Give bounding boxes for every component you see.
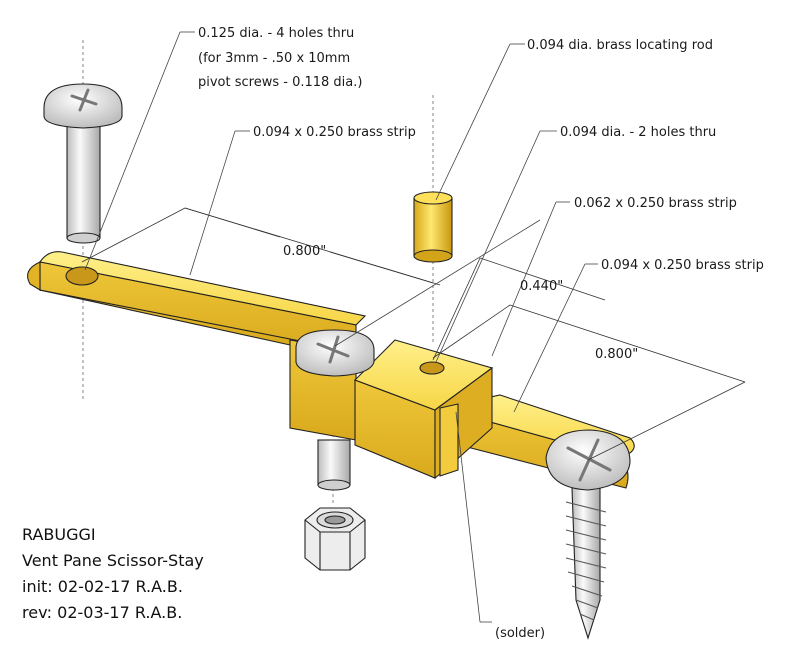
leader-lines (84, 31, 598, 623)
callout-holes-line1: 0.125 dia. - 4 holes thru (198, 26, 354, 41)
callout-holes-line2: (for 3mm - .50 x 10mm (198, 51, 350, 66)
title-company: RABUGGI (22, 525, 96, 544)
dim-right-length: 0.800" (595, 347, 638, 362)
dim-offset: 0.440" (520, 279, 563, 294)
callout-rod: 0.094 dia. brass locating rod (527, 38, 713, 53)
pivot-screw-top (43, 83, 123, 244)
title-init: init: 02-02-17 R.A.B. (22, 577, 183, 596)
wood-screw (545, 429, 631, 640)
dim-left-length: 0.800" (283, 244, 326, 259)
pivot-screw-mid (295, 329, 375, 377)
title-part: Vent Pane Scissor-Stay (22, 551, 204, 570)
title-block: RABUGGI Vent Pane Scissor-Stay init: 02-… (22, 522, 204, 626)
callout-strip-left: 0.094 x 0.250 brass strip (253, 125, 416, 140)
locating-rod (413, 191, 453, 263)
dimension-lines (81, 207, 746, 461)
callout-solder: (solder) (495, 626, 545, 641)
callout-strip-mid: 0.062 x 0.250 brass strip (574, 196, 737, 211)
callout-holes-two: 0.094 dia. - 2 holes thru (560, 125, 716, 140)
callout-strip-right: 0.094 x 0.250 brass strip (601, 258, 764, 273)
callouts: 0.125 dia. - 4 holes thru (for 3mm - .50… (198, 26, 764, 641)
mid-bracket (354, 339, 494, 480)
callout-holes-line3: pivot screws - 0.118 dia.) (198, 75, 362, 90)
dimension-labels: 0.800" 0.440" 0.800" (283, 244, 638, 362)
hex-nut (304, 507, 366, 571)
phillips-recess-icon (70, 88, 98, 112)
title-rev: rev: 02-03-17 R.A.B. (22, 603, 183, 622)
